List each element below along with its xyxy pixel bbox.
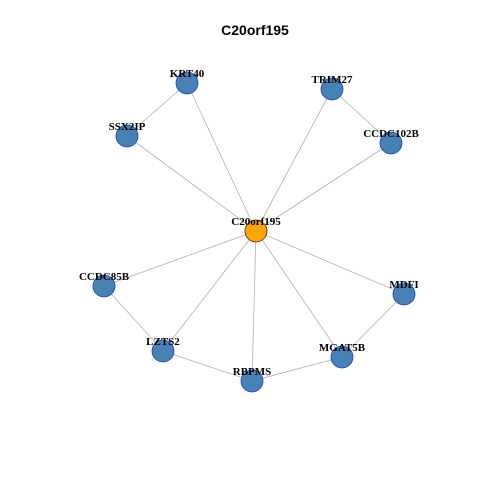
edge-krt40-ssx2ip xyxy=(126,82,188,137)
node-krt40: KRT40 xyxy=(170,68,205,95)
node-label: CCDC102B xyxy=(363,128,419,140)
node-mdfi: MDFI xyxy=(389,279,419,306)
node-circle xyxy=(320,77,344,101)
edge-c20orf195-mgat5b xyxy=(255,230,343,358)
edge-c20orf195-ccdc85b xyxy=(103,230,257,287)
node-label: TRIM27 xyxy=(312,74,353,86)
node-circle xyxy=(244,219,268,243)
edge-lzts2-rbpms xyxy=(162,350,253,382)
node-circle xyxy=(115,124,139,148)
node-circle xyxy=(175,71,199,95)
node-ssx2ip: SSX2IP xyxy=(109,121,146,148)
node-label: RBPMS xyxy=(233,366,272,378)
edge-trim27-ccdc102b xyxy=(331,88,392,144)
edge-layer xyxy=(103,82,405,382)
node-circle xyxy=(330,345,354,369)
node-circle xyxy=(92,274,116,298)
edge-c20orf195-krt40 xyxy=(186,82,257,232)
node-label: MDFI xyxy=(389,279,418,291)
node-label: SSX2IP xyxy=(109,121,146,133)
node-label: KRT40 xyxy=(170,68,205,80)
edge-c20orf195-mdfi xyxy=(255,230,405,295)
node-label: C20orf195 xyxy=(231,216,281,228)
edge-c20orf195-trim27 xyxy=(255,88,333,232)
edge-ccdc85b-lzts2 xyxy=(103,285,164,352)
node-label: CCDC85B xyxy=(79,271,130,283)
node-circle xyxy=(379,131,403,155)
edge-c20orf195-rbpms xyxy=(251,230,257,382)
node-c20orf195: C20orf195 xyxy=(231,216,281,243)
node-ccdc102b: CCDC102B xyxy=(363,128,419,155)
node-lzts2: LZTS2 xyxy=(146,336,180,363)
edge-c20orf195-ssx2ip xyxy=(126,135,257,232)
node-circle xyxy=(392,282,416,306)
edge-c20orf195-ccdc102b xyxy=(255,142,392,232)
node-trim27: TRIM27 xyxy=(312,74,353,101)
node-rbpms: RBPMS xyxy=(233,366,272,393)
node-mgat5b: MGAT5B xyxy=(319,342,366,369)
edge-mgat5b-mdfi xyxy=(341,293,405,358)
node-circle xyxy=(240,369,264,393)
node-circle xyxy=(151,339,175,363)
node-ccdc85b: CCDC85B xyxy=(79,271,130,298)
node-label: MGAT5B xyxy=(319,342,366,354)
edge-c20orf195-lzts2 xyxy=(162,230,257,352)
node-label: LZTS2 xyxy=(146,336,180,348)
edge-rbpms-mgat5b xyxy=(251,356,343,382)
diagram-title: C20orf195 xyxy=(221,22,289,38)
